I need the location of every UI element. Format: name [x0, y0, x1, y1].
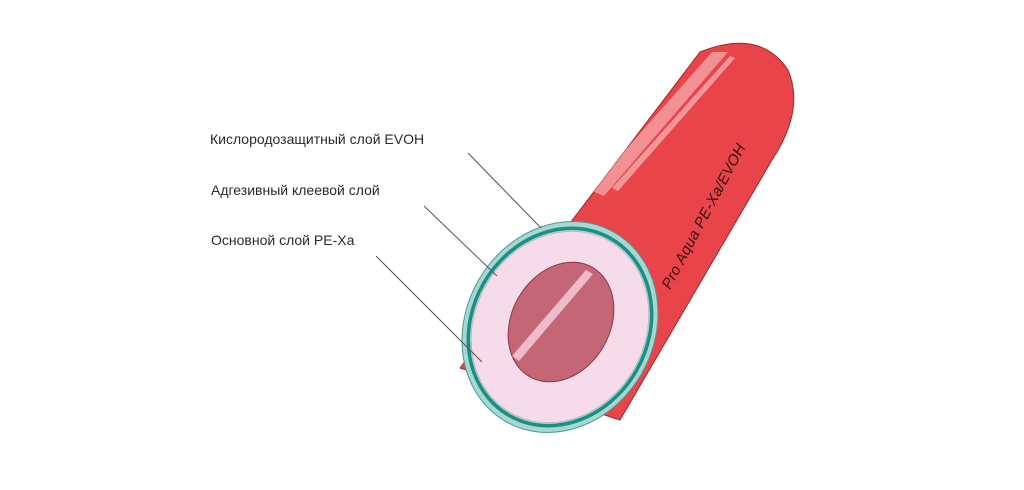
pipe-bore	[507, 261, 615, 383]
leader-line-evoh	[467, 152, 542, 229]
label-evoh-layer: Кислородозащитный слой EVOH	[210, 131, 425, 147]
label-adhesive-layer: Адгезивный клеевой слой	[211, 182, 380, 198]
leader-line-adhesive	[423, 205, 498, 277]
leader-line-base	[375, 255, 483, 363]
bore-highlight	[512, 270, 593, 361]
adhesive-ring	[466, 226, 654, 428]
pipe-highlight	[590, 52, 735, 196]
label-base-layer: Основной слой PE-Xa	[211, 232, 355, 248]
